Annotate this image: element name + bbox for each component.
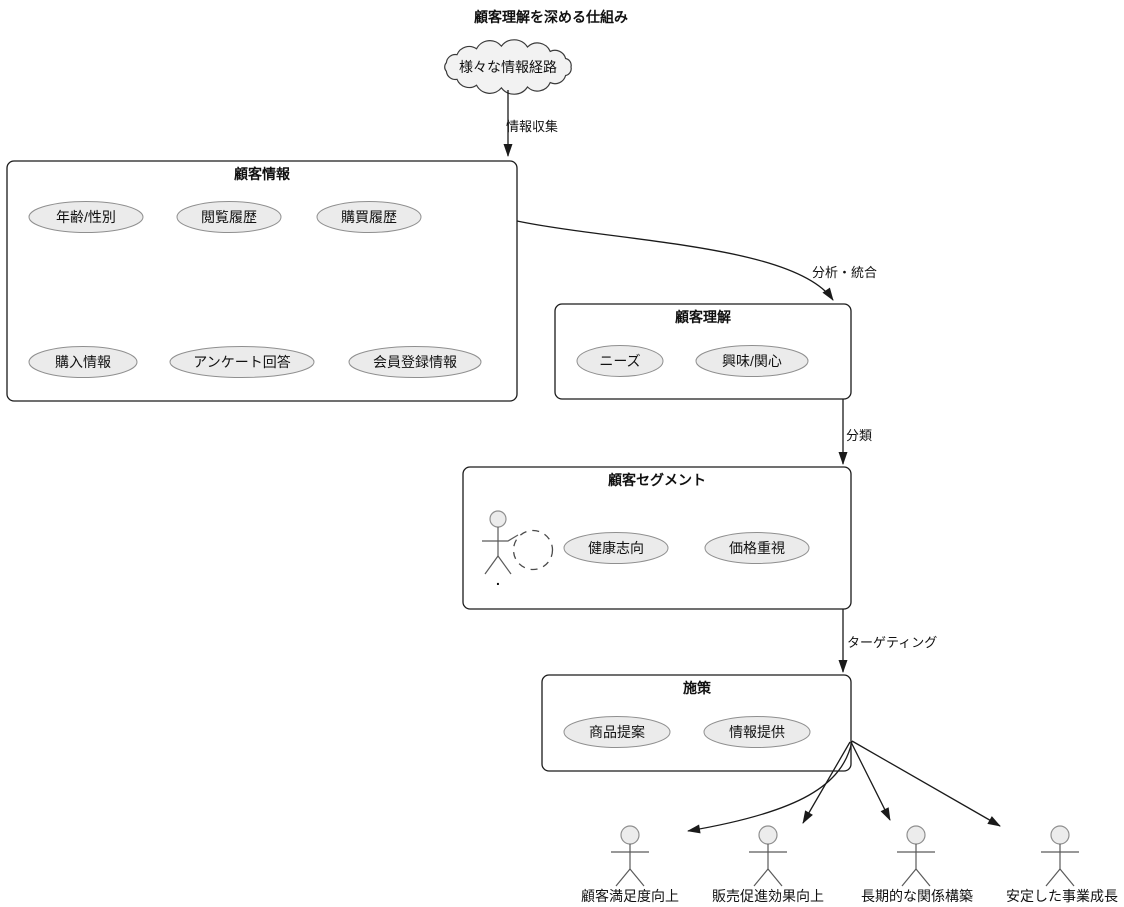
edge-analyze-label: 分析・統合 — [812, 265, 877, 280]
usecase-label: 価格重視 — [729, 540, 785, 556]
edge-outcome-3 — [850, 741, 891, 821]
actor-leg-icon — [629, 868, 645, 887]
usecase-ellipse — [176, 201, 282, 233]
usecase-label: 商品提案 — [589, 724, 645, 740]
outcome-actor-stable-growth: 安定した事業成長 — [1006, 825, 1118, 904]
segment-actor-label: . — [496, 572, 500, 588]
box-customer-info-title: 顧客情報 — [234, 166, 291, 182]
usecase-price-focused: 価格重視 — [704, 532, 810, 564]
usecase-health-oriented: 健康志向 — [563, 532, 669, 564]
usecase-ellipse — [169, 346, 315, 378]
usecase-product-proposal: 商品提案 — [563, 716, 671, 748]
box-customer-segment-title: 顧客セグメント — [608, 472, 706, 488]
usecase-ellipse — [348, 346, 482, 378]
box-measures: 施策 商品提案 情報提供 — [541, 674, 852, 772]
box-customer-segment: 顧客セグメント . 健康志向 価格重視 — [462, 466, 852, 610]
actor-leg-icon — [615, 868, 631, 887]
outcome-actor-label: 顧客満足度向上 — [581, 888, 679, 904]
usecase-purchase-info: 購入情報 — [28, 346, 138, 378]
usecase-survey-answers: アンケート回答 — [169, 346, 315, 378]
usecase-ellipse — [703, 716, 811, 748]
actor-head-icon — [758, 825, 778, 845]
outcome-actor-label: 安定した事業成長 — [1006, 888, 1118, 904]
usecase-ellipse — [28, 346, 138, 378]
actor-leg-icon — [901, 868, 917, 887]
usecase-age-gender: 年齢/性別 — [28, 201, 144, 233]
usecase-ellipse — [695, 345, 809, 377]
edge-classify-label: 分類 — [846, 428, 872, 443]
edge-collect-label: 情報収集 — [506, 119, 558, 134]
usecase-ellipse — [563, 716, 671, 748]
usecase-ellipse — [563, 532, 669, 564]
actor-head-icon — [1050, 825, 1070, 845]
usecase-label: ニーズ — [599, 353, 640, 369]
actor-head-icon — [489, 510, 507, 528]
usecase-member-registration: 会員登録情報 — [348, 346, 482, 378]
actor-leg-icon — [497, 555, 512, 575]
usecase-label: 年齢/性別 — [56, 209, 116, 225]
usecase-needs: ニーズ — [576, 345, 664, 377]
actor-leg-icon — [767, 868, 783, 887]
actor-leg-icon — [753, 868, 769, 887]
outcome-actor-long-term-relations: 長期的な関係構築 — [861, 825, 973, 904]
edge-outcome-2 — [802, 741, 851, 824]
usecase-information-provision: 情報提供 — [703, 716, 811, 748]
segment-actor: . — [482, 510, 519, 588]
usecase-ellipse — [28, 201, 144, 233]
actor-head-icon — [906, 825, 926, 845]
usecase-ellipse — [316, 201, 422, 233]
usecase-label: 購買履歴 — [341, 209, 397, 225]
edge-outcome-4 — [851, 740, 1001, 827]
usecase-label: 健康志向 — [588, 540, 644, 556]
usecase-label: 興味/関心 — [722, 353, 782, 369]
box-customer-understanding-title: 顧客理解 — [675, 309, 731, 325]
actor-arms-icon — [482, 534, 519, 542]
cloud-node: 様々な情報経路 — [444, 39, 572, 95]
actor-leg-icon — [1059, 868, 1075, 887]
outcome-actor-label: 販売促進効果向上 — [712, 888, 824, 904]
edge-analyze — [516, 220, 834, 301]
dashed-usecase-circle — [512, 529, 554, 571]
outcome-actor-satisfaction: 顧客満足度向上 — [581, 825, 679, 904]
box-customer-understanding: 顧客理解 ニーズ 興味/関心 — [554, 303, 852, 400]
usecase-browsing-history: 閲覧履歴 — [176, 201, 282, 233]
diagram-title: 顧客理解を深める仕組み — [474, 9, 628, 25]
actor-head-icon — [620, 825, 640, 845]
usecase-label: アンケート回答 — [193, 354, 290, 370]
usecase-interests: 興味/関心 — [695, 345, 809, 377]
box-customer-info: 顧客情報 年齢/性別 閲覧履歴 購買履歴 購入情報 アンケート回答 会員登録情報 — [6, 160, 518, 402]
outcome-actor-sales-promotion: 販売促進効果向上 — [712, 825, 824, 904]
edge-outcome-1 — [687, 740, 853, 834]
cloud-label: 様々な情報経路 — [459, 59, 557, 75]
edge-targeting-label: ターゲティング — [847, 635, 937, 650]
usecase-ellipse — [576, 345, 664, 377]
box-measures-title: 施策 — [683, 680, 712, 696]
actor-leg-icon — [484, 555, 499, 575]
usecase-label: 会員登録情報 — [373, 354, 457, 370]
outcome-actor-label: 長期的な関係構築 — [861, 888, 973, 904]
usecase-label: 閲覧履歴 — [201, 209, 257, 225]
cloud-icon — [444, 39, 572, 95]
usecase-ellipse — [704, 532, 810, 564]
usecase-label: 情報提供 — [729, 724, 785, 740]
actor-leg-icon — [915, 868, 931, 887]
usecase-purchase-history: 購買履歴 — [316, 201, 422, 233]
usecase-label: 購入情報 — [55, 354, 111, 370]
actor-leg-icon — [1045, 868, 1061, 887]
